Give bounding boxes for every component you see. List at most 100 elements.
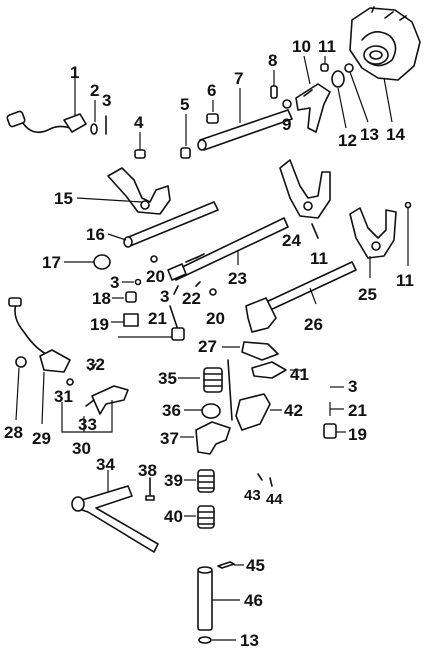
callout-19-lower-right: 19 [348, 425, 367, 444]
callout-31: 31 [54, 387, 73, 406]
callout-32: 32 [86, 355, 105, 374]
part-11-pin-top [320, 56, 329, 72]
callout-13-bottom: 13 [240, 631, 259, 650]
part-1-switch-wire [6, 70, 87, 134]
callout-12: 12 [338, 131, 357, 150]
part-6-block [206, 100, 219, 124]
part-5-block [180, 114, 191, 159]
part-11-pin-mid [311, 223, 319, 239]
callout-30: 30 [72, 439, 91, 458]
callout-17: 17 [42, 253, 61, 272]
part-45-key [217, 561, 244, 569]
callout-16: 16 [86, 225, 105, 244]
part-17-interlock [64, 254, 111, 270]
part-4-bolt [134, 132, 146, 159]
callout-11-right: 11 [396, 271, 414, 290]
part-19-bolt-lower-right [323, 423, 346, 439]
callout-34: 34 [96, 455, 115, 474]
part-10-shift-fork [295, 55, 331, 133]
callout-25: 25 [358, 285, 377, 304]
callout-45: 45 [246, 556, 265, 575]
callout-4: 4 [134, 113, 144, 132]
part-31-pin [66, 378, 74, 386]
part-8-pin [270, 70, 278, 99]
part-32-spring [89, 363, 97, 371]
part-46-shaft [197, 566, 240, 631]
part-40-spring [184, 505, 215, 529]
part-11-pin-right [404, 201, 412, 266]
callout-3: 3 [102, 91, 111, 110]
part-12-seal [331, 70, 347, 129]
callout-42: 42 [284, 401, 303, 420]
callout-9: 9 [282, 115, 291, 134]
callout-19-left: 19 [90, 315, 109, 334]
part-22-pin [195, 281, 201, 287]
part-35-spring [178, 367, 223, 393]
part-28-washer [15, 356, 27, 421]
callout-23: 23 [228, 269, 247, 288]
callout-14: 14 [386, 125, 405, 144]
part-21-bolt [169, 305, 179, 331]
callout-41: 41 [290, 365, 309, 384]
part-39-spring [184, 469, 215, 493]
callout-1: 1 [70, 63, 79, 82]
callout-20-low: 20 [206, 309, 225, 328]
part-16-shift-rod [107, 201, 219, 248]
callout-24: 24 [282, 231, 301, 250]
part-13-ring [344, 63, 369, 123]
callout-33: 33 [78, 415, 97, 434]
part-3-pin-right [173, 285, 179, 295]
part-38-pin [145, 477, 155, 501]
callout-5: 5 [180, 95, 189, 114]
part-7-shift-rod [197, 88, 293, 151]
callout-13-top: 13 [360, 125, 379, 144]
part-9-washer [282, 99, 292, 109]
part-27-bracket [222, 341, 279, 421]
callout-37: 37 [160, 429, 179, 448]
callout-44: 44 [266, 491, 283, 508]
part-33-lever [85, 385, 129, 415]
part-30-bracket-leader [61, 400, 113, 433]
callout-22: 22 [182, 289, 201, 308]
part-26-shift-rod [245, 261, 357, 333]
callout-20-mid: 20 [146, 267, 165, 286]
callout-8: 8 [268, 51, 277, 70]
part-23-shift-rod [167, 217, 289, 281]
part-20-ball-mid [150, 255, 158, 263]
callout-3-mid: 3 [110, 273, 119, 292]
callout-36: 36 [162, 401, 181, 420]
callout-2: 2 [90, 81, 99, 100]
part-34-shift-lever [71, 470, 159, 553]
part-44-pin [269, 477, 273, 487]
part-25-shift-fork [349, 207, 397, 278]
callout-21-lower-right: 21 [348, 401, 367, 420]
part-3-pin-mid [122, 278, 142, 286]
callout-18: 18 [92, 289, 111, 308]
callout-15: 15 [54, 189, 73, 208]
callout-11-top: 11 [318, 37, 336, 56]
part-43-pin [257, 473, 263, 481]
part-19-bolt [111, 313, 185, 341]
part-2-washer [90, 100, 98, 135]
callout-46: 46 [244, 591, 263, 610]
part-29-switch-wire [8, 297, 71, 425]
callout-43: 43 [244, 487, 261, 504]
callout-3-right: 3 [160, 287, 169, 306]
part-41-plate [251, 361, 306, 379]
callout-39: 39 [164, 471, 183, 490]
part-14-case-cover [349, 6, 421, 123]
callout-3-lower-right: 3 [348, 377, 357, 396]
callout-38: 38 [138, 461, 157, 480]
part-42-plate [235, 393, 282, 431]
callout-40: 40 [164, 507, 183, 526]
callout-21-mid: 21 [148, 309, 167, 328]
callout-6: 6 [207, 81, 216, 100]
part-36-ball [184, 403, 221, 419]
part-21-bolt-lower-right [329, 402, 344, 416]
callout-7: 7 [234, 69, 243, 88]
callout-28: 28 [4, 423, 23, 442]
part-13-ring-bottom [198, 636, 236, 644]
part-20-ball-low [209, 288, 217, 296]
callout-10: 10 [292, 37, 311, 56]
